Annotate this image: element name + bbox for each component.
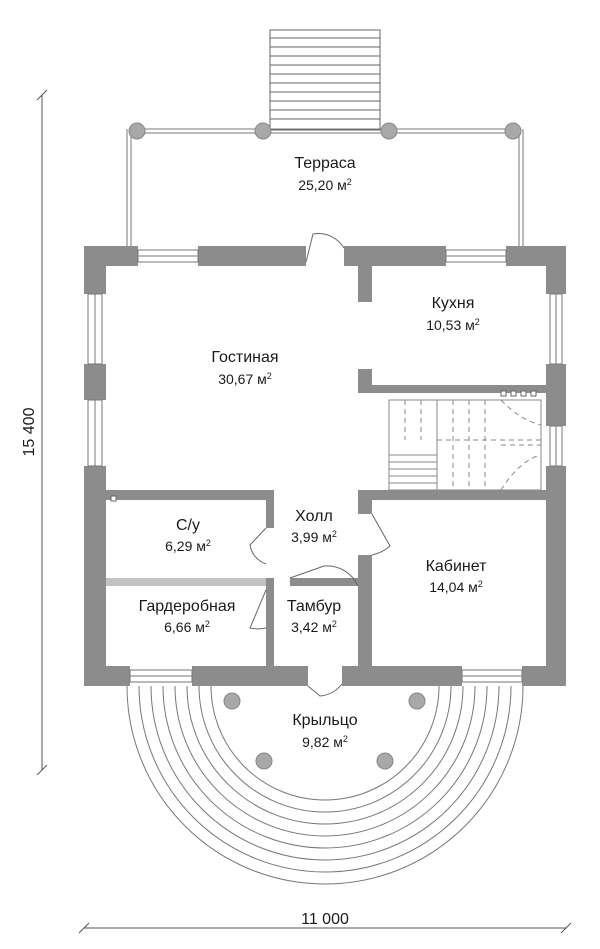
room-area: 25,20 м2 [298,177,352,193]
room-name: С/у [176,517,200,534]
terrace-stairs [269,29,381,131]
room-porch: Крыльцо 9,82 м2 [292,712,357,750]
room-name: Терраса [294,155,355,172]
porch-post [223,692,241,710]
kitchen-counter [500,390,537,397]
room-area: 30,67 м2 [218,371,272,387]
room-study: Кабинет 14,04 м2 [426,558,488,595]
bathroom-fixture [110,495,117,502]
terrace-post [128,122,146,140]
terrace-posts [128,122,522,140]
height-dimension-label: 15 400 [21,407,38,456]
room-area: 10,53 м2 [426,317,480,333]
windows [87,249,563,683]
room-name: Гардеробная [139,598,236,615]
room-area: 3,42 м2 [291,619,337,635]
room-wardrobe: Гардеробная 6,66 м2 [139,598,236,635]
terrace-post [504,122,522,140]
width-dimension-label: 11 000 [301,911,349,928]
room-name: Кабинет [426,558,488,575]
room-area: 9,82 м2 [302,734,348,750]
porch-posts [223,692,426,770]
room-area: 6,66 м2 [164,619,210,635]
room-bathroom: С/у 6,29 м2 [165,517,211,554]
porch-post [408,692,426,710]
room-kitchen: Кухня 10,53 м2 [426,295,480,333]
room-name: Гостиная [211,349,278,366]
room-name: Крыльцо [292,712,357,729]
room-vestibule: Тамбур 3,42 м2 [287,598,341,635]
porch-post [255,752,273,770]
room-terrace: Терраса 25,20 м2 [294,155,355,193]
staircase [388,399,542,491]
room-name: Тамбур [287,598,341,615]
room-name: Холл [295,508,333,525]
porch-steps [126,685,524,885]
room-area: 6,29 м2 [165,538,211,554]
porch-post [376,752,394,770]
interior-walls [106,266,546,666]
room-name: Кухня [432,295,475,312]
room-living: Гостиная 30,67 м2 [211,349,278,387]
terrace-railing [126,128,524,246]
room-hall: Холл 3,99 м2 [291,508,337,545]
terrace-post [254,122,272,140]
dimension-lines [36,89,572,934]
room-area: 14,04 м2 [429,579,483,595]
terrace-post [380,122,398,140]
doors [249,233,391,697]
exterior-walls [84,246,566,686]
room-area: 3,99 м2 [291,529,337,545]
